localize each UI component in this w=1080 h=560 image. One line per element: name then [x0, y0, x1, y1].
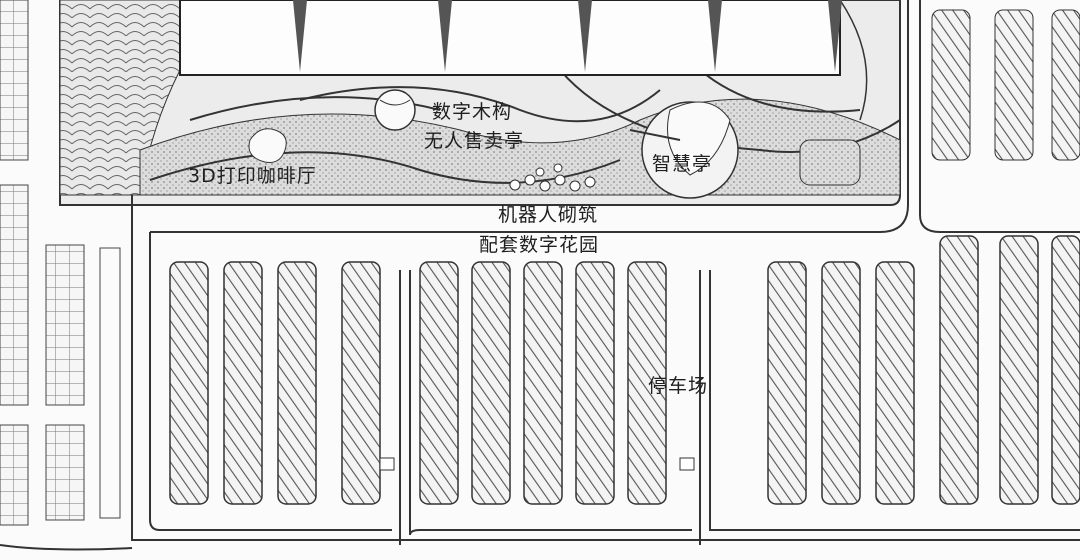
gate-marker [379, 457, 395, 471]
parking-stall [939, 235, 979, 505]
left-building-strip [0, 0, 121, 526]
parking-stall [277, 261, 317, 505]
label-unmanned-kiosk: 无人售卖亭 [424, 130, 525, 152]
parking-stall [419, 261, 459, 505]
parking-stall [169, 261, 209, 505]
parking-stall [523, 261, 563, 505]
label-smart-pavilion: 智慧亭 [652, 153, 713, 175]
parking-stall [471, 261, 511, 505]
parking-stall [999, 235, 1039, 505]
label-robot-masonry: 机器人砌筑 [498, 204, 599, 226]
label-digital-garden: 配套数字花园 [479, 234, 600, 256]
plaza-landscape [59, 0, 901, 206]
right-upper-stalls [931, 9, 1080, 161]
parking-stall [1051, 235, 1080, 505]
parking-stall [341, 261, 381, 505]
label-digital-timber: 数字木构 [432, 101, 513, 123]
main-building [179, 0, 842, 76]
parking-stall [627, 261, 667, 505]
parking-stall [223, 261, 263, 505]
parking-stall [875, 261, 915, 505]
parking-stall [767, 261, 807, 505]
gate-marker [679, 457, 695, 471]
label-3d-coffee: 3D打印咖啡厅 [188, 165, 317, 187]
parking-stall [821, 261, 861, 505]
label-parking-lot: 停车场 [648, 375, 709, 397]
parking-stall [575, 261, 615, 505]
parking-stalls [169, 235, 1080, 505]
